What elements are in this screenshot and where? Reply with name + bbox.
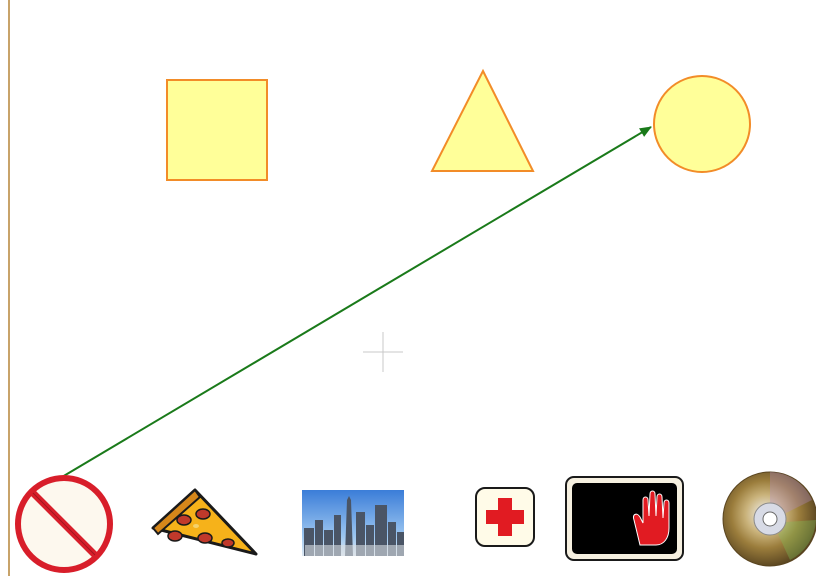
pizza-icon[interactable]: [153, 490, 256, 554]
city-skyline-icon[interactable]: [302, 490, 404, 556]
circle-shape[interactable]: [654, 76, 750, 172]
square-shape[interactable]: [167, 80, 267, 180]
stop-hand-icon[interactable]: [566, 477, 683, 560]
cd-disc-icon[interactable]: [723, 472, 816, 566]
crosshair-cursor: [363, 332, 403, 372]
connector-arrow[interactable]: [62, 127, 651, 477]
triangle-shape[interactable]: [432, 71, 533, 171]
no-entry-icon[interactable]: [18, 478, 110, 570]
red-cross-icon[interactable]: [476, 488, 534, 546]
